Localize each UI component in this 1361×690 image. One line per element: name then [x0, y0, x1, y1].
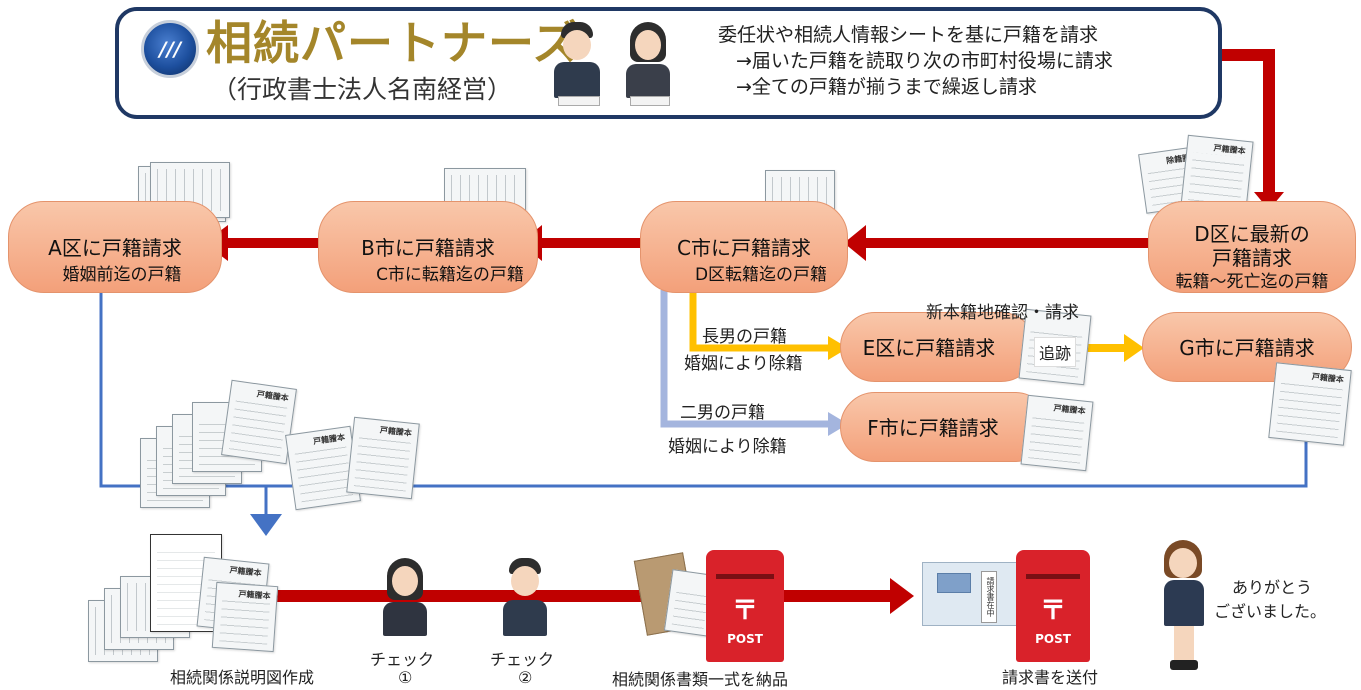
node-a: A区に戸籍請求 婚姻前迄の戸籍: [8, 201, 222, 293]
thanks-line-2: ございました。: [1214, 602, 1327, 621]
node-g-title: G市に戸籍請求: [1179, 336, 1315, 360]
header-line-1: 委任状や相続人情報シートを基に戸籍を請求: [718, 24, 1099, 46]
check-1-label: チェック: [370, 650, 435, 669]
arrow-d-to-c: [862, 238, 1148, 248]
node-a-title: A区に戸籍請求: [48, 236, 182, 260]
branch-eldest-label-2: 婚姻により除籍: [684, 354, 803, 374]
branch-second-label-2: 婚姻により除籍: [668, 437, 787, 457]
invoice-label: 請求書を送付: [1002, 668, 1099, 687]
node-c-sub: D区転籍迄の戸籍: [694, 265, 828, 285]
checker-man-figure: [500, 558, 550, 638]
node-b: B市に戸籍請求 C市に転籍迄の戸籍: [318, 201, 538, 293]
document-thumbnail-g: 戸籍謄本: [1268, 362, 1352, 446]
node-d-title-2: 戸籍請求: [1212, 246, 1292, 270]
checker-woman-figure: [380, 558, 430, 638]
brand-subtitle: （行政書士法人名南経営）: [212, 75, 513, 104]
arrow-c-to-e: [689, 290, 830, 352]
document-thumbnail-f: 戸籍謄本: [1020, 394, 1094, 472]
node-b-title: B市に戸籍請求: [361, 236, 495, 260]
check-2-number: ②: [518, 668, 533, 687]
branch-second-label-1: 二男の戸籍: [680, 403, 765, 423]
header-line-3: →全ての戸籍が揃うまで繰返し請求: [736, 76, 1037, 98]
diagram-creation-label: 相続関係説明図作成: [170, 668, 315, 687]
invoice-envelope: 請求書在中: [922, 562, 1018, 626]
check-1-number: ①: [398, 668, 413, 687]
node-g: G市に戸籍請求: [1142, 312, 1352, 382]
arrow-head-c: [844, 225, 866, 261]
node-d-sub: 転籍～死亡迄の戸籍: [1175, 272, 1329, 292]
collect-arrow-head: [250, 514, 282, 536]
arrow-c-to-f: [660, 290, 830, 428]
node-e-title: E区に戸籍請求: [862, 336, 996, 360]
node-c-title: C市に戸籍請求: [677, 236, 811, 260]
bowing-woman-figure: [1158, 540, 1210, 672]
node-b-sub: C市に転籍迄の戸籍: [376, 265, 524, 285]
header-line-2: →届いた戸籍を読取り次の市町村役場に請求: [736, 50, 1113, 72]
brand-name: 相続パートナーズ: [206, 16, 580, 70]
staff-man-figure: [552, 22, 602, 106]
postbox-delivery: 〒 POST: [706, 550, 784, 662]
arrow-e-to-g: [1082, 344, 1128, 352]
trace-label: 追跡: [1034, 337, 1077, 367]
process-line-2: [784, 590, 892, 602]
company-logo: ///: [141, 20, 199, 78]
collected-doc-5: 戸籍謄本: [221, 379, 297, 465]
node-f-title: F市に戸籍請求: [867, 416, 999, 440]
process-arrow-head: [890, 578, 914, 614]
thanks-line-1: ありがとう: [1232, 578, 1313, 597]
arrow-head-f: [828, 412, 848, 436]
arrow-c-to-b: [538, 238, 640, 248]
check-2-label: チェック: [490, 650, 555, 669]
logo-text: ///: [159, 37, 181, 61]
collect-line-a: [99, 292, 1308, 488]
node-f: F市に戸籍請求: [840, 392, 1050, 462]
deliver-label: 相続関係書類一式を納品: [612, 670, 789, 689]
arrow-head-e: [828, 336, 848, 360]
node-d: D区に最新の 戸籍請求 転籍～死亡迄の戸籍: [1148, 201, 1356, 293]
node-c: C市に戸籍請求 D区転籍迄の戸籍: [640, 201, 848, 293]
node-a-sub: 婚姻前迄の戸籍: [62, 265, 182, 285]
node-d-title-1: D区に最新の: [1194, 222, 1310, 246]
arrow-b-to-a: [224, 238, 320, 248]
postbox-invoice: 〒 POST: [1016, 550, 1090, 662]
staff-woman-figure: [624, 22, 672, 106]
branch-eldest-label-1: 長男の戸籍: [702, 327, 787, 347]
process-line: [250, 590, 720, 602]
arrow-head-g: [1124, 334, 1144, 362]
node-e: E区に戸籍請求: [840, 312, 1036, 382]
new-domicile-label: 新本籍地確認・請求: [926, 303, 1079, 323]
arrow-header-to-d: [1222, 49, 1275, 198]
final-doc-register-2: 戸籍謄本: [211, 581, 279, 653]
collected-doc-7: 戸籍謄本: [346, 416, 420, 500]
